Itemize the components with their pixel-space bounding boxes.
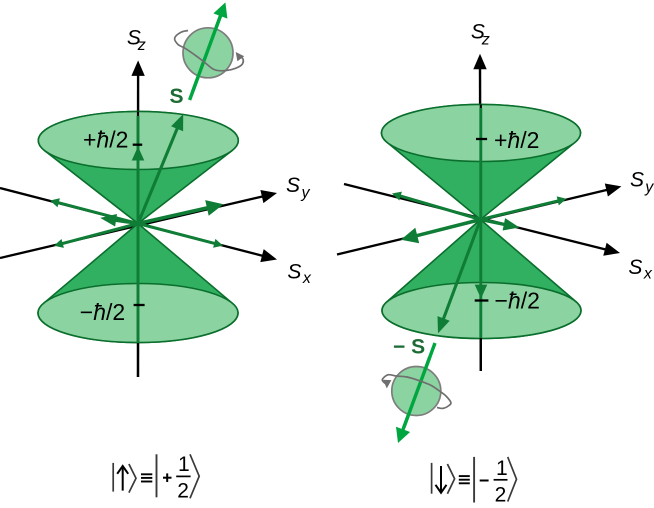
svg-text:−ħ/2: −ħ/2 bbox=[80, 299, 125, 325]
svg-text:1: 1 bbox=[178, 453, 190, 476]
svg-text:z: z bbox=[137, 37, 146, 54]
svg-text:+ħ/2: +ħ/2 bbox=[83, 127, 128, 153]
svg-text:− S: − S bbox=[393, 336, 425, 359]
svg-text:S: S bbox=[286, 174, 300, 197]
svg-text:S: S bbox=[630, 169, 644, 192]
svg-text:2: 2 bbox=[177, 479, 189, 502]
svg-text:2: 2 bbox=[495, 484, 507, 503]
svg-text:S: S bbox=[287, 261, 301, 284]
svg-text:S: S bbox=[628, 256, 642, 279]
svg-text:−ħ/2: −ħ/2 bbox=[495, 288, 540, 314]
svg-text:S: S bbox=[170, 85, 184, 108]
svg-text:1: 1 bbox=[496, 457, 508, 480]
svg-text:y: y bbox=[644, 179, 654, 196]
svg-text:x: x bbox=[302, 270, 312, 287]
svg-text:z: z bbox=[481, 31, 490, 48]
svg-text:x: x bbox=[643, 266, 653, 283]
svg-text:+ħ/2: +ħ/2 bbox=[494, 127, 539, 153]
svg-text:y: y bbox=[301, 185, 311, 202]
